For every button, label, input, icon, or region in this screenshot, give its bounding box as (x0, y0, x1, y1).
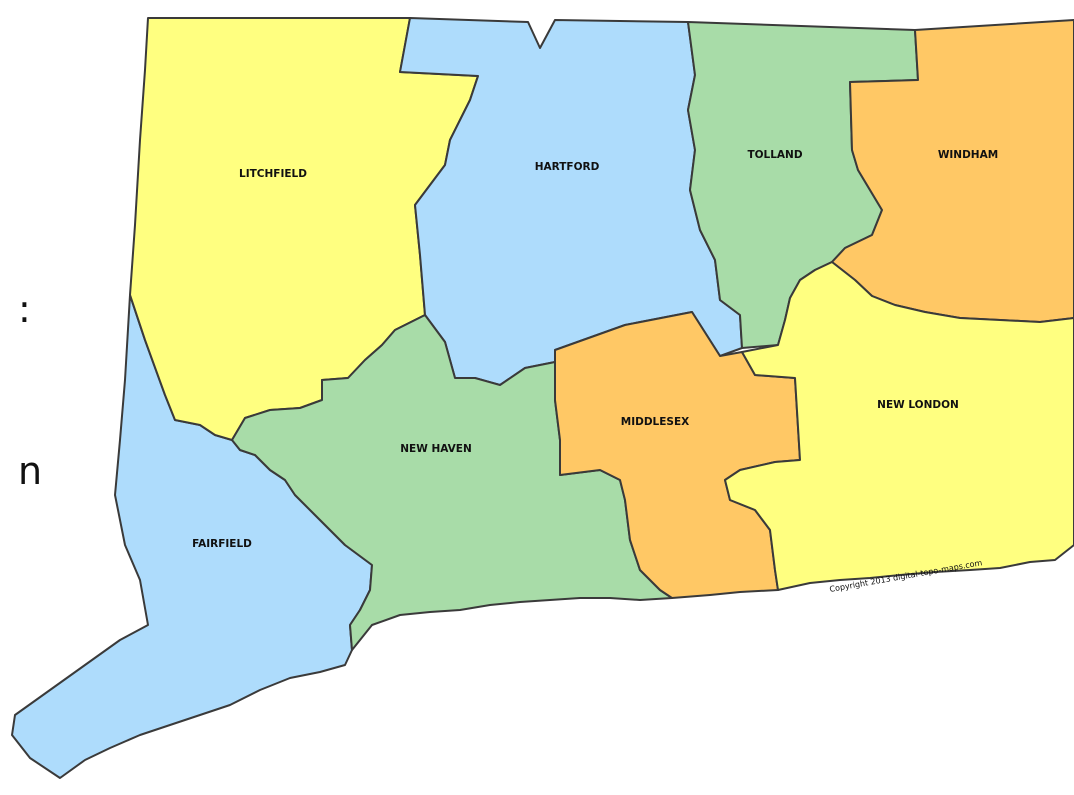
county-label-fairfield: FAIRFIELD (192, 538, 252, 550)
county-label-windham: WINDHAM (938, 149, 998, 161)
county-label-new-haven: NEW HAVEN (400, 443, 472, 455)
county-new-london[interactable] (724, 261, 1074, 591)
county-label-tolland: TOLLAND (747, 149, 802, 161)
county-label-middlesex: MIDDLESEX (621, 416, 689, 428)
county-label-hartford: HARTFORD (535, 161, 600, 173)
county-label-litchfield: LITCHFIELD (239, 168, 307, 180)
left-text-fragment: : (18, 290, 31, 328)
county-label-new-london: NEW LONDON (877, 399, 959, 411)
left-text-fragment: n (18, 452, 40, 490)
